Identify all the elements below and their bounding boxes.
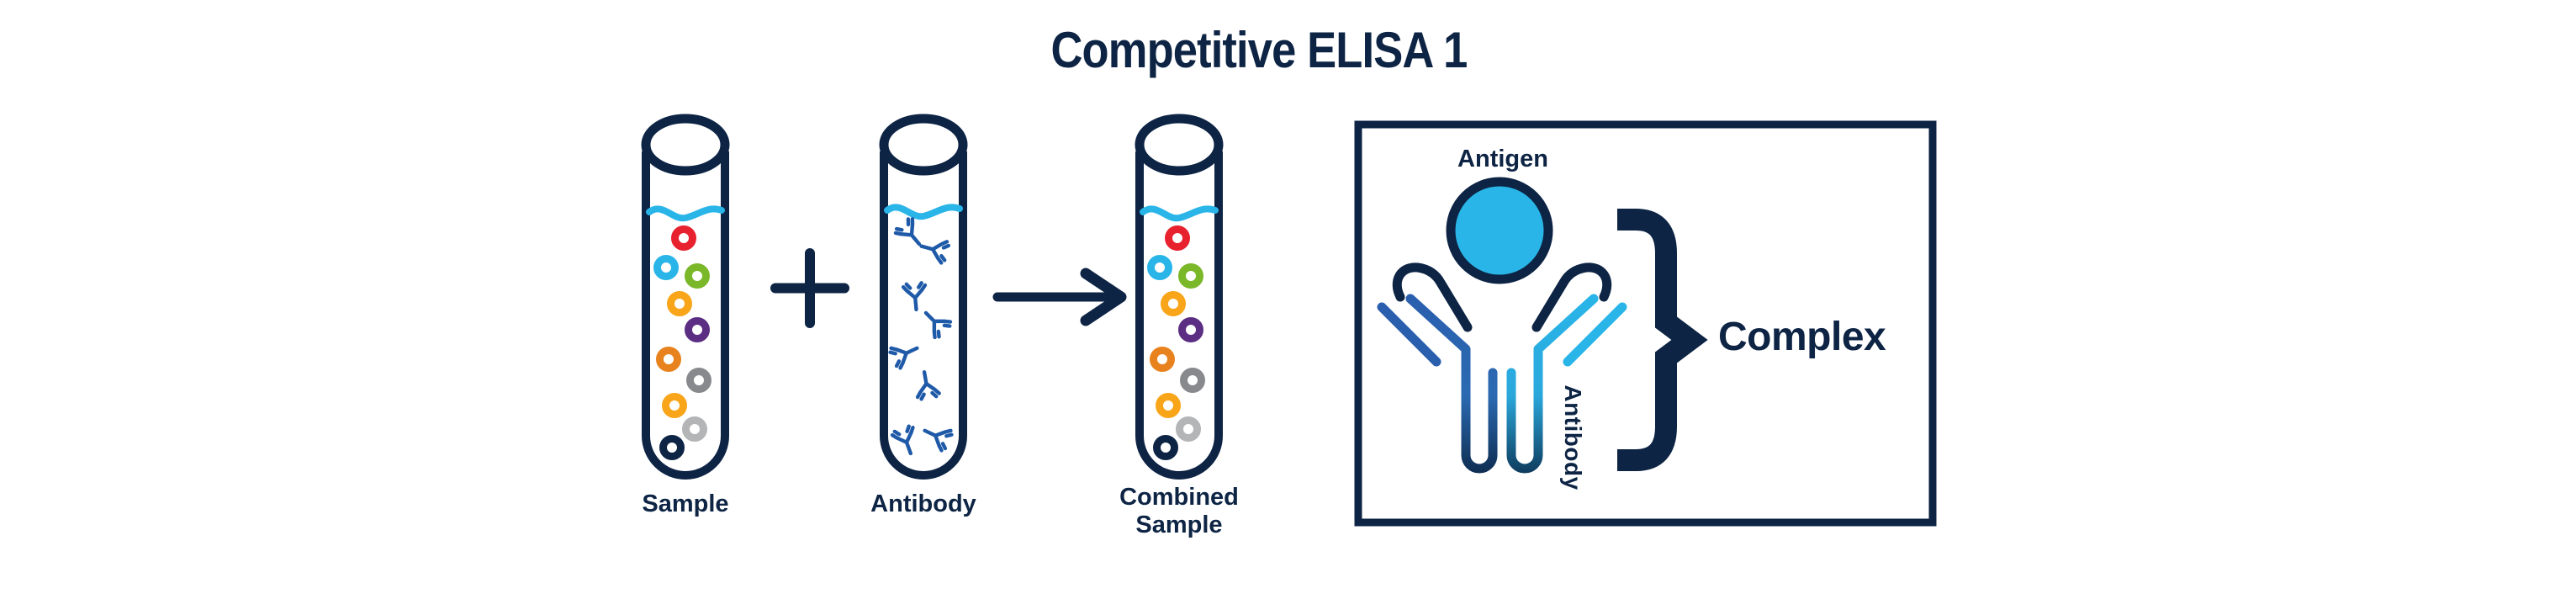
antigen-ring-amber — [662, 393, 687, 418]
tube-combined-mouth — [1135, 114, 1224, 176]
antigen-ring-purple — [1178, 317, 1203, 342]
antigen-ring-amber — [1156, 393, 1181, 418]
complex-box: Antigen Antibody Complex — [1354, 120, 1937, 527]
tube-antibody-mouth — [879, 114, 968, 176]
arrow-right-icon — [992, 268, 1127, 326]
antibody-y-glyph — [903, 283, 928, 310]
curly-brace-icon — [1617, 209, 1708, 471]
antigen-ring-orange — [656, 347, 681, 372]
page-title: Competitive ELISA 1 — [1051, 22, 1468, 78]
tube-combined-label-line1: Combined — [1119, 484, 1239, 511]
antigen-ring-purple — [685, 317, 710, 342]
tube-combined-rings — [1147, 225, 1205, 460]
antigen-ring-cyan — [1147, 255, 1172, 280]
tube-sample: Sample — [641, 114, 730, 517]
antigen-ring-gray — [1180, 368, 1205, 393]
complex-box-border — [1354, 120, 1937, 527]
antigen-ring-light_gray — [682, 416, 707, 442]
antigen-circle-icon — [1446, 177, 1553, 284]
tube-antibody-label: Antibody — [870, 490, 976, 517]
antibody-y-glyph — [920, 421, 953, 452]
tube-antibody-body — [880, 151, 967, 480]
antibody-y-icon — [1377, 262, 1627, 474]
antibody-y-glyph — [891, 425, 921, 457]
tube-antibody-liquid-wave — [884, 204, 963, 220]
antigen-ring-green — [685, 263, 710, 289]
antibody-y-glyph — [918, 236, 949, 263]
antigen-ring-gray — [686, 368, 711, 393]
antibody-y-glyph — [918, 305, 952, 339]
tube-antibody: Antibody — [870, 114, 976, 517]
antigen-ring-orange — [1150, 347, 1175, 372]
antigen-ring-navy — [1153, 435, 1178, 460]
tube-sample-label: Sample — [642, 490, 728, 517]
tube-combined: Combined Sample — [1119, 114, 1239, 538]
tube-sample-rings — [653, 225, 711, 460]
antigen-ring-amber — [1161, 291, 1186, 316]
antigen-ring-navy — [659, 435, 685, 460]
tube-sample-mouth — [641, 114, 730, 176]
antibody-vertical-label: Antibody — [1560, 384, 1586, 490]
tube-sample-body — [642, 151, 729, 480]
antigen-ring-green — [1178, 263, 1203, 289]
tube-sample-liquid-wave — [646, 205, 725, 222]
antigen-ring-amber — [667, 291, 692, 316]
tube-combined-body — [1135, 151, 1223, 480]
complex-label: Complex — [1718, 315, 1886, 359]
tube-combined-liquid-wave — [1140, 205, 1219, 222]
plus-icon — [770, 248, 849, 328]
antigen-ring-cyan — [653, 255, 679, 280]
antigen-ring-light_gray — [1176, 416, 1201, 442]
antigen-ring-red — [1165, 225, 1190, 251]
antibody-y-glyph — [913, 370, 939, 400]
antibody-y-glyph — [889, 338, 922, 369]
tube-combined-label-line2: Sample — [1135, 512, 1222, 538]
antigen-ring-red — [671, 225, 696, 251]
antigen-label: Antigen — [1457, 146, 1548, 172]
tube-antibody-glyphs — [889, 217, 953, 458]
